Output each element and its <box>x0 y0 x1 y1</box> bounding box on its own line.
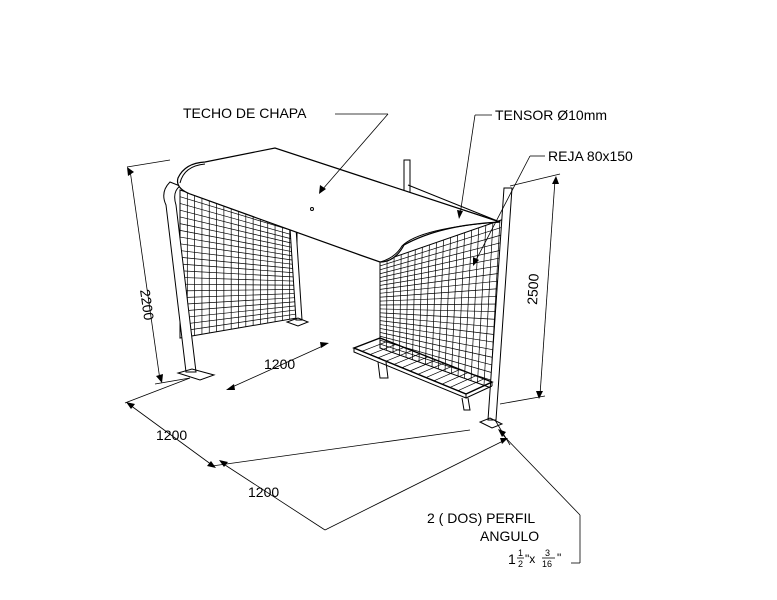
right-grate-bar <box>425 244 430 365</box>
callout-tensor: TENSOR Ø10mm <box>457 107 607 219</box>
dim-right-height-label: 2500 <box>524 273 542 305</box>
label-profile-line2: ANGULO <box>480 528 539 544</box>
right-grate-bar <box>392 257 395 353</box>
right-grate-bar <box>483 222 494 386</box>
right-grate-bar <box>405 252 409 358</box>
bench-slat <box>385 350 413 362</box>
label-roof: TECHO DE CHAPA <box>183 105 307 121</box>
callout-grate: REJA 80x150 <box>473 148 633 266</box>
dim-left-depth-label: 1200 <box>156 427 187 443</box>
dim-left-height: 2200 <box>126 159 191 385</box>
right-grate-bar <box>477 225 487 384</box>
right-grate-bar <box>431 242 437 367</box>
right-grate-bar <box>457 232 466 377</box>
right-grate-bar <box>412 249 416 360</box>
right-grate-bar <box>418 247 423 363</box>
bench-slat <box>417 362 445 375</box>
dim-inner-depth: 1200 <box>226 342 329 390</box>
bench-slat <box>433 369 461 382</box>
bench-slat <box>441 372 469 385</box>
label-grate: REJA 80x150 <box>548 148 633 164</box>
label-profile-line1: 2 ( DOS) PERFIL <box>427 510 535 526</box>
bench-slat <box>393 353 421 365</box>
dim-left-height-label: 2200 <box>137 288 157 321</box>
right-grate-bar <box>444 237 451 372</box>
label-profile-whole: 1 <box>508 551 516 567</box>
bench-slat <box>457 378 485 392</box>
dim-right-height: 2500 <box>499 173 561 405</box>
left-front-post <box>163 181 216 381</box>
dim-front-width-label: 1200 <box>248 484 279 500</box>
right-grate-bar <box>386 259 388 351</box>
right-grate-bar <box>399 254 402 356</box>
bench-slat <box>369 343 397 355</box>
bench-slat <box>361 340 389 352</box>
right-grate-bar <box>464 230 473 379</box>
right-grate-bar <box>451 235 458 374</box>
label-profile-x: "x <box>525 552 535 566</box>
label-profile-frac1-den: 2 <box>518 559 523 569</box>
bench <box>352 337 494 411</box>
dim-left-depth: 1200 <box>124 377 216 468</box>
right-grate-bar <box>438 239 444 370</box>
callout-profile: 2 ( DOS) PERFIL ANGULO 1 1 2 "x 3 16 " <box>427 429 581 569</box>
tensor-rod <box>407 184 501 223</box>
label-profile-frac2-num: 3 <box>545 548 550 558</box>
bench-slat <box>377 347 405 359</box>
label-profile-quote: " <box>557 551 561 565</box>
bench-slat <box>409 359 437 372</box>
label-tensor: TENSOR Ø10mm <box>495 107 607 123</box>
right-grate-bar <box>470 227 480 381</box>
label-profile-frac1-num: 1 <box>518 548 523 558</box>
bench-slat <box>401 356 429 369</box>
bench-slat <box>449 375 477 388</box>
label-profile-frac2-den: 16 <box>542 559 552 569</box>
callout-roof: TECHO DE CHAPA <box>183 105 389 194</box>
dim-inner-depth-label: 1200 <box>264 356 295 372</box>
right-grate-panel <box>379 217 508 391</box>
roof-sheet <box>176 147 501 263</box>
right-front-post <box>478 187 513 429</box>
roof-bolt-icon <box>310 207 314 211</box>
bench-slat <box>425 365 453 378</box>
